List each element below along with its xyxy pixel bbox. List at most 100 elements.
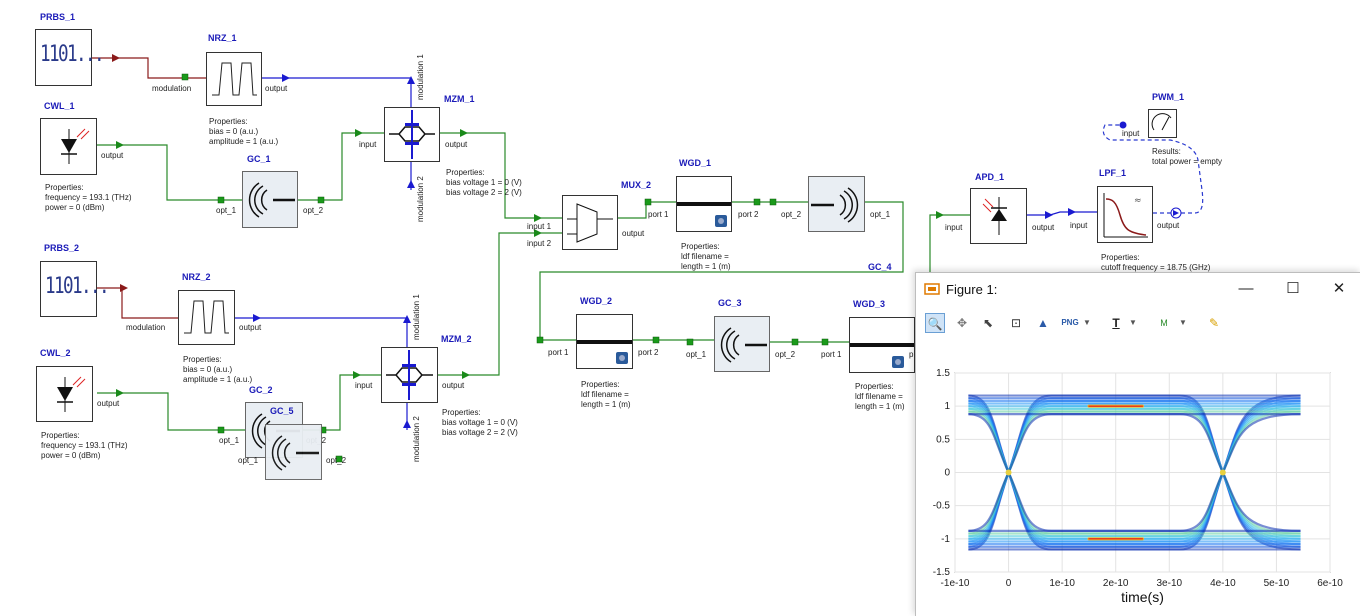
cwl2-out-label: output (97, 399, 120, 408)
cwl1-block[interactable] (40, 118, 97, 175)
x-axis-label: time(s) (1121, 589, 1164, 605)
mzm2-in-label: input (355, 381, 373, 390)
pwm1-block[interactable] (1148, 109, 1177, 138)
figure-title: Figure 1: (946, 282, 998, 297)
select-icon[interactable]: ⬉ (982, 316, 994, 330)
waveguide-icon (577, 340, 632, 364)
x-tick-label: 2e-10 (1103, 578, 1129, 589)
gc4-out-label: opt_1 (870, 210, 891, 219)
apd1-out-label: output (1032, 223, 1055, 232)
pan-icon[interactable]: ✥ (956, 316, 968, 330)
cwl1-out-label: output (101, 151, 124, 160)
power-meter-icon (1151, 113, 1172, 131)
nrz2-name: NRZ_2 (182, 272, 211, 282)
mzm1-block[interactable] (384, 107, 440, 162)
modulator-icon (386, 350, 433, 400)
nrz1-out-label: output (265, 84, 288, 93)
lpf1-block[interactable]: ≈ (1097, 186, 1153, 243)
cwl1-name: CWL_1 (44, 101, 75, 111)
nrz1-props: Properties:bias = 0 (a.u.)amplitude = 1 … (209, 117, 279, 146)
y-tick-labels: 1.510.50-0.5-1-1.5 (933, 368, 951, 578)
waveguide-icon (850, 343, 914, 368)
x-tick-label: 3e-10 (1156, 578, 1182, 589)
prbs1-glyph: 1101... (40, 42, 105, 67)
gc1-name: GC_1 (247, 154, 271, 164)
gc5-out-label: opt_2 (326, 456, 347, 465)
y-tick-label: 0 (944, 468, 950, 479)
nrz2-block[interactable] (178, 290, 235, 345)
marker-dropdown-icon[interactable]: ▼ (1179, 318, 1187, 327)
wgd3-in-label: port 1 (821, 350, 842, 359)
prbs1-name: PRBS_1 (40, 12, 76, 22)
y-tick-label: -0.5 (933, 501, 951, 512)
gc3-in-label: opt_1 (686, 350, 707, 359)
grating-coupler-icon (811, 187, 859, 223)
eye-crossing (1219, 469, 1226, 476)
gc3-name: GC_3 (718, 298, 742, 308)
figure-toolbar: 🔍 ✥ ⬉ ⊡ ▲ PNG ▼ T ▼ M ▼ ✎ (916, 309, 1360, 339)
pwm1-name: PWM_1 (1152, 92, 1185, 102)
figure-titlebar[interactable]: Figure 1: — ☐ ✕ (916, 273, 1360, 305)
cwl1-props: Properties:frequency = 193.1 (THz)power … (45, 183, 132, 212)
lpf1-in-label: input (1070, 221, 1088, 230)
prbs1-block[interactable]: 1101... (35, 29, 105, 86)
mux2-name: MUX_2 (621, 180, 652, 190)
gc1-out-label: opt_2 (303, 206, 324, 215)
mux2-in1-label: input 1 (527, 222, 552, 231)
png-export-icon[interactable]: PNG (1061, 318, 1079, 327)
wgd1-block[interactable] (676, 176, 732, 232)
cwl2-props: Properties:frequency = 193.1 (THz)power … (41, 431, 128, 460)
mzm2-mod1-label: modulation 1 (412, 294, 421, 340)
text-dropdown-icon[interactable]: ▼ (1129, 318, 1137, 327)
pencil-icon[interactable]: ✎ (1208, 316, 1220, 330)
photodetector-icon (982, 197, 1007, 235)
gc1-block[interactable] (242, 171, 298, 228)
zoom-box-icon[interactable]: ⊡ (1010, 316, 1022, 330)
maximize-button[interactable]: ☐ (1286, 280, 1300, 297)
minimize-button[interactable]: — (1238, 280, 1254, 297)
mzm2-mod2-label: modulation 2 (412, 416, 421, 462)
marker-tool-icon[interactable]: M (1160, 318, 1168, 328)
apd1-block[interactable] (970, 188, 1027, 244)
gc4-in-label: opt_2 (781, 210, 802, 219)
text-tool-icon[interactable]: T (1112, 316, 1120, 330)
gc5-block[interactable] (265, 424, 322, 480)
y-tick-label: -1 (941, 534, 950, 545)
png-dropdown-icon[interactable]: ▼ (1083, 318, 1091, 327)
cwl2-name: CWL_2 (40, 348, 71, 358)
waveguide-icon (677, 202, 731, 227)
grating-coupler-icon (271, 435, 319, 471)
mux2-block[interactable] (562, 195, 618, 250)
eye-crossing (1005, 469, 1012, 476)
nrz-waveform-icon (212, 62, 257, 96)
modulator-icon (389, 110, 435, 159)
wgd2-name: WGD_2 (580, 296, 613, 306)
gc2-name: GC_2 (249, 385, 273, 395)
wgd2-in-label: port 1 (548, 348, 569, 357)
wgd3-block[interactable] (849, 317, 915, 373)
x-tick-label: 4e-10 (1210, 578, 1236, 589)
gc2-in-label: opt_1 (219, 436, 240, 445)
zoom-icon[interactable]: 🔍 (925, 313, 945, 333)
wgd2-block[interactable] (576, 314, 633, 369)
grating-coupler-icon (248, 182, 295, 218)
eye-traces (968, 394, 1301, 551)
close-button[interactable]: ✕ (1332, 280, 1346, 297)
nrz1-name: NRZ_1 (208, 33, 237, 43)
mzm2-block[interactable] (381, 347, 438, 403)
nrz1-block[interactable] (206, 52, 262, 106)
gc3-block[interactable] (714, 316, 770, 372)
mzm1-mod1-label: modulation 1 (416, 54, 425, 100)
gc1-in-label: opt_1 (216, 206, 237, 215)
gc4-block[interactable] (808, 176, 865, 232)
mux2-in2-label: input 2 (527, 239, 552, 248)
prbs2-block[interactable]: 1101... (40, 261, 110, 317)
grating-coupler-icon (720, 327, 767, 363)
cwl2-block[interactable] (36, 366, 93, 422)
y-tick-label: 1 (944, 401, 950, 412)
figure-window[interactable]: Figure 1: — ☐ ✕ 🔍 ✥ ⬉ ⊡ ▲ PNG ▼ T ▼ M ▼ … (915, 272, 1360, 616)
mountain-icon[interactable]: ▲ (1037, 316, 1049, 330)
y-tick-label: -1.5 (933, 567, 951, 578)
